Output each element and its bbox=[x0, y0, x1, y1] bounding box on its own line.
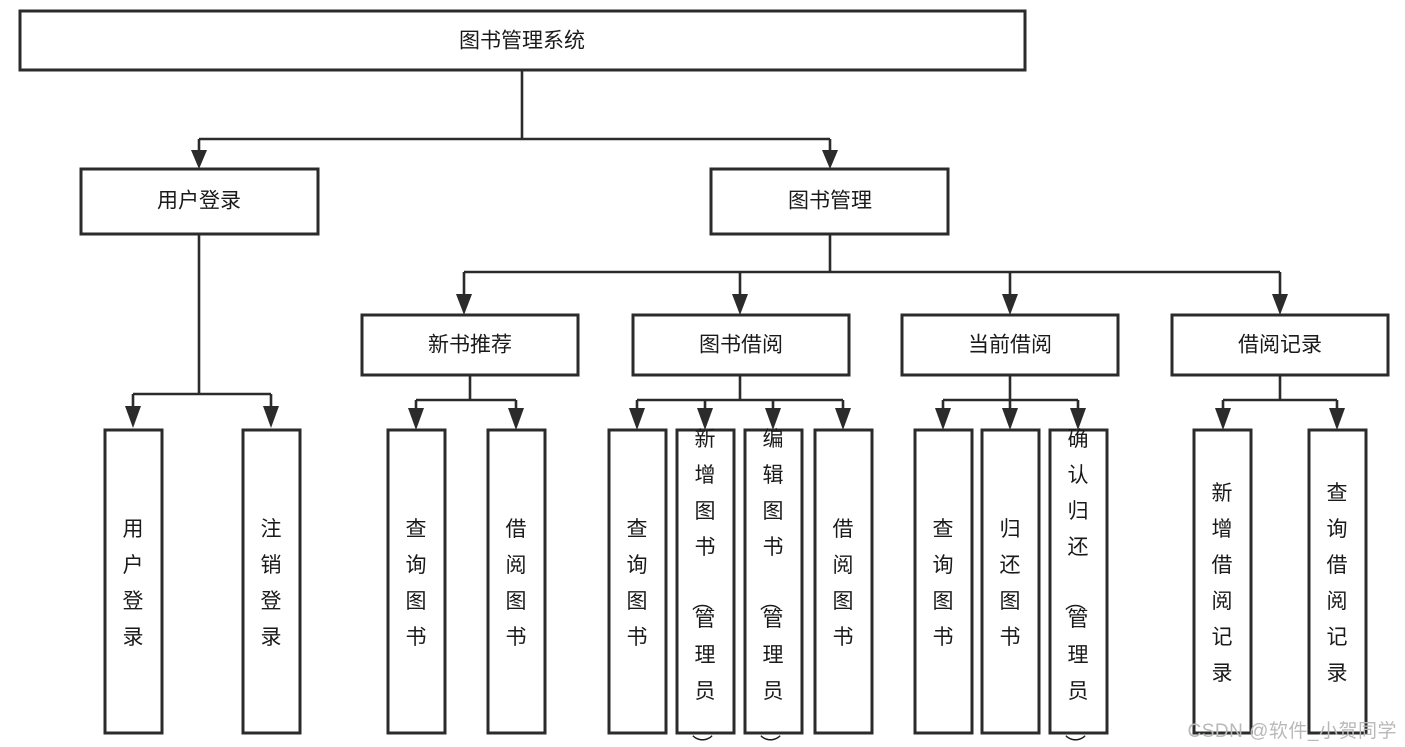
node-borrow-record-box bbox=[1170, 313, 1390, 377]
arrowhead-borrow-leaf-4 bbox=[835, 408, 851, 430]
leaf-borrow-edit-book-box bbox=[743, 428, 804, 735]
node-book-borrow[interactable]: 图书借阅 bbox=[631, 313, 851, 377]
node-current-borrow-box bbox=[900, 313, 1120, 377]
node-borrow-record-label: 借阅记录 bbox=[1238, 334, 1322, 357]
arrowhead-record-leaf-1 bbox=[1215, 408, 1231, 430]
leaf-borrow-borrow-book[interactable]: 借阅图书 bbox=[813, 428, 874, 735]
leaf-current-confirm-return-box bbox=[1048, 428, 1109, 735]
leaf-newbook-borrow-book-box bbox=[486, 428, 547, 735]
leaf-record-query-record-box bbox=[1307, 428, 1368, 735]
node-root-label: 图书管理系统 bbox=[459, 30, 585, 53]
leaf-record-query-record[interactable]: 查询借阅记录 bbox=[1307, 428, 1368, 735]
node-user-login[interactable]: 用户登录 bbox=[79, 167, 320, 236]
leaf-user-login-logout-label: 注销登录 bbox=[261, 518, 282, 649]
node-book-management[interactable]: 图书管理 bbox=[709, 167, 950, 236]
leaf-record-add-record-box bbox=[1192, 428, 1253, 735]
arrowhead-book-mgmt bbox=[822, 150, 838, 169]
leaf-borrow-borrow-book-label: 借阅图书 bbox=[833, 518, 854, 649]
leaf-newbook-query-book-label: 查询图书 bbox=[406, 518, 427, 649]
node-book-borrow-label: 图书借阅 bbox=[699, 334, 783, 357]
arrowhead-leaf-user-login bbox=[125, 406, 141, 428]
leaf-newbook-query-book[interactable]: 查询图书 bbox=[386, 428, 447, 735]
leaf-current-query-book-label: 查询图书 bbox=[933, 518, 954, 649]
leaf-current-confirm-return-label: 确认归还（管理员） bbox=[1063, 428, 1089, 747]
leaf-borrow-borrow-book-box bbox=[813, 428, 874, 735]
node-new-book-recommend-box bbox=[360, 313, 580, 377]
leaf-newbook-borrow-book-label: 借阅图书 bbox=[506, 518, 527, 649]
arrowhead-current-leaf-2 bbox=[1002, 408, 1018, 430]
node-new-book-recommend[interactable]: 新书推荐 bbox=[360, 313, 580, 377]
leaf-current-return-book[interactable]: 归还图书 bbox=[980, 428, 1041, 735]
leaf-record-add-record[interactable]: 新增借阅记录 bbox=[1192, 428, 1253, 735]
arrowhead-current-leaf-3 bbox=[1070, 408, 1086, 430]
leaf-user-login-logout[interactable]: 注销登录 bbox=[241, 428, 302, 735]
arrowhead-current-leaf-1 bbox=[935, 408, 951, 430]
leaf-current-return-book-box bbox=[980, 428, 1041, 735]
leaf-user-login-login[interactable]: 用户登录 bbox=[103, 428, 164, 735]
leaf-user-login-logout-box bbox=[241, 428, 302, 735]
node-user-login-label: 用户登录 bbox=[157, 190, 241, 213]
leaf-borrow-query-book[interactable]: 查询图书 bbox=[607, 428, 668, 735]
leaf-record-add-record-label: 新增借阅记录 bbox=[1212, 482, 1233, 685]
csdn-watermark: CSDN @软件_小贺同学 bbox=[1187, 721, 1397, 742]
node-user-login-box bbox=[79, 167, 320, 236]
node-borrow-record[interactable]: 借阅记录 bbox=[1170, 313, 1390, 377]
arrowhead-user-login bbox=[191, 150, 207, 169]
leaf-borrow-edit-book[interactable]: 编辑图书（管理员） bbox=[743, 428, 804, 747]
arrowhead-borrow bbox=[732, 294, 748, 315]
arrowhead-record bbox=[1272, 294, 1288, 315]
arrowhead-current bbox=[1002, 294, 1018, 315]
leaf-record-query-record-label: 查询借阅记录 bbox=[1327, 482, 1348, 685]
arrowhead-newbook bbox=[456, 294, 472, 315]
arrowhead-newbook-leaf-1 bbox=[408, 408, 424, 430]
node-new-book-recommend-label: 新书推荐 bbox=[428, 334, 512, 357]
leaf-borrow-add-book[interactable]: 新增图书（管理员） bbox=[675, 428, 736, 747]
arrowhead-newbook-leaf-2 bbox=[508, 408, 524, 430]
node-current-borrow[interactable]: 当前借阅 bbox=[900, 313, 1120, 377]
arrowhead-borrow-leaf-1 bbox=[629, 408, 645, 430]
connector-layer bbox=[125, 70, 1345, 430]
arrowhead-leaf-logout bbox=[263, 406, 279, 428]
node-current-borrow-label: 当前借阅 bbox=[968, 334, 1052, 357]
leaf-current-return-book-label: 归还图书 bbox=[1000, 518, 1021, 649]
leaf-newbook-borrow-book[interactable]: 借阅图书 bbox=[486, 428, 547, 735]
leaf-current-query-book[interactable]: 查询图书 bbox=[913, 428, 974, 735]
leaf-borrow-query-book-box bbox=[607, 428, 668, 735]
node-root-system[interactable]: 图书管理系统 bbox=[18, 9, 1027, 72]
arrowhead-borrow-leaf-2 bbox=[697, 408, 713, 430]
node-book-management-label: 图书管理 bbox=[788, 190, 872, 213]
leaf-current-query-book-box bbox=[913, 428, 974, 735]
leaf-user-login-login-label: 用户登录 bbox=[123, 518, 144, 649]
leaf-borrow-add-book-box bbox=[675, 428, 736, 735]
node-book-borrow-box bbox=[631, 313, 851, 377]
node-book-management-box bbox=[709, 167, 950, 236]
node-root-box bbox=[18, 9, 1027, 72]
arrowhead-record-leaf-2 bbox=[1329, 408, 1345, 430]
leaf-borrow-edit-book-label: 编辑图书（管理员） bbox=[758, 428, 784, 747]
leaf-borrow-add-book-label: 新增图书（管理员） bbox=[690, 428, 716, 747]
leaf-borrow-query-book-label: 查询图书 bbox=[627, 518, 648, 649]
leaf-user-login-login-box bbox=[103, 428, 164, 735]
leaf-newbook-query-book-box bbox=[386, 428, 447, 735]
leaf-current-confirm-return[interactable]: 确认归还（管理员） bbox=[1048, 428, 1109, 747]
arrowhead-borrow-leaf-3 bbox=[765, 408, 781, 430]
